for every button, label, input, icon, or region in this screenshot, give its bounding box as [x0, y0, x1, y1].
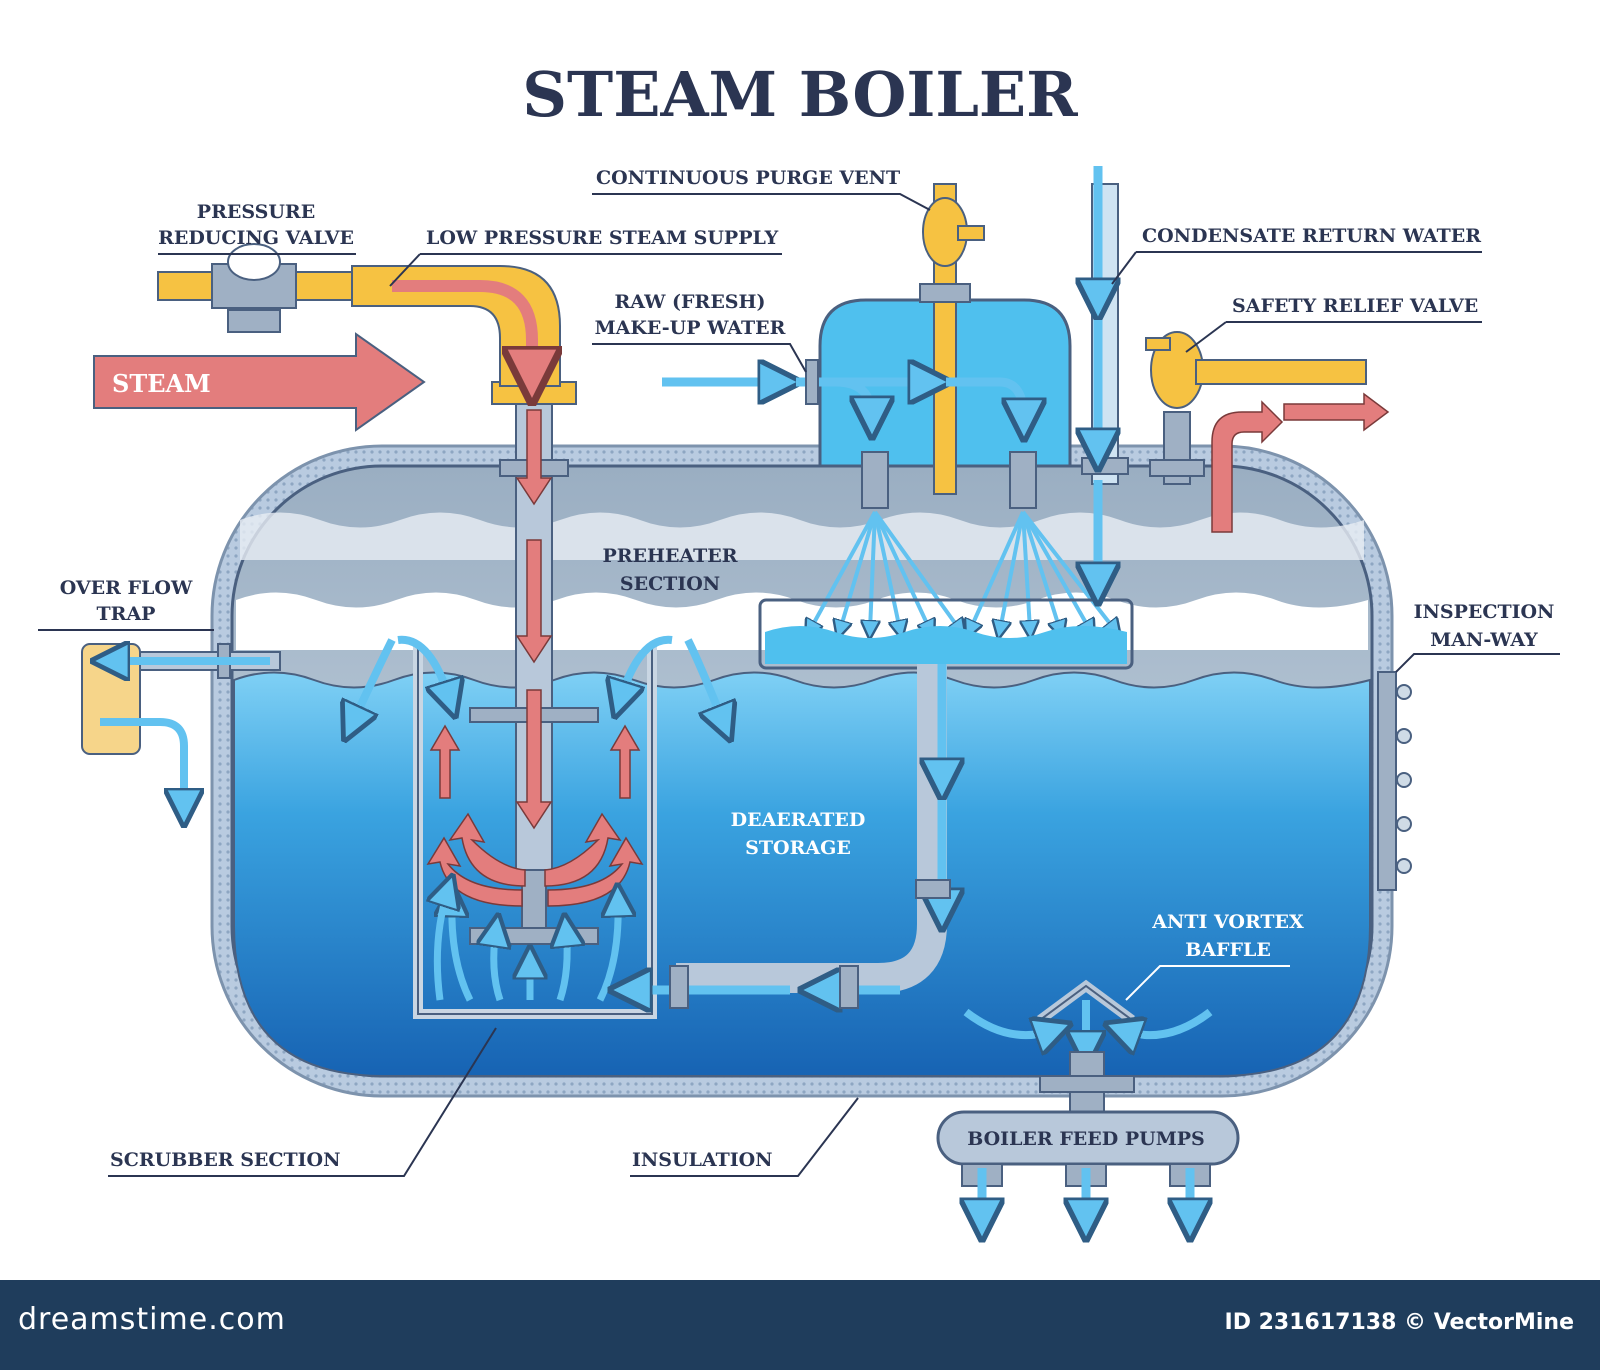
- footer-credit: ID 231617138 © VectorMine: [1224, 1310, 1574, 1335]
- pressure-reducing-valve: [211, 243, 297, 333]
- label-deaerated-storage-line2: STORAGE: [745, 837, 851, 859]
- label-steam: STEAM: [112, 369, 211, 398]
- steam-flow-arrows: [426, 409, 644, 907]
- label-safety-relief-valve: SAFETY RELIEF VALVE: [1232, 295, 1478, 317]
- relief-steam-arrows: [1211, 392, 1390, 533]
- condensate-return-pipe: [1082, 166, 1129, 584]
- label-inspection-manway-line2: MAN-WAY: [1430, 629, 1538, 651]
- boiler-feed-pumps: [936, 1051, 1240, 1220]
- label-condensate-return-water: CONDENSATE RETURN WATER: [1142, 225, 1481, 247]
- safety-relief-valve: [1145, 331, 1367, 485]
- label-continuous-purge-vent: CONTINUOUS PURGE VENT: [596, 167, 900, 189]
- label-anti-vortex-baffle-line2: BAFFLE: [1185, 939, 1271, 961]
- label-preheater-section-line2: SECTION: [620, 573, 720, 595]
- label-low-pressure-steam-supply: LOW PRESSURE STEAM SUPPLY: [426, 227, 779, 249]
- steam-inlet-arrow: [93, 332, 426, 432]
- label-over-flow-trap-line1: OVER FLOW: [60, 577, 193, 599]
- label-over-flow-trap-line2: TRAP: [97, 603, 156, 625]
- label-boiler-feed-pumps: BOILER FEED PUMPS: [967, 1128, 1205, 1150]
- deaerated-return-pipe: [630, 664, 950, 1008]
- makeup-water-inlet-fitting: [805, 359, 819, 405]
- footer-brand[interactable]: dreamstime.com: [18, 1302, 286, 1337]
- footer-bar: dreamstime.com ID 231617138 © VectorMine: [0, 1280, 1600, 1370]
- scrubber-water-upflow: [437, 890, 618, 1002]
- label-deaerated-storage-line1: DEAERATED: [731, 809, 866, 831]
- label-scrubber-section: SCRUBBER SECTION: [110, 1149, 340, 1171]
- label-preheater-section-line1: PREHEATER: [602, 545, 737, 567]
- label-inspection-manway-line1: INSPECTION: [1414, 601, 1555, 623]
- label-pressure-reducing-valve-line2: REDUCING VALVE: [158, 227, 354, 249]
- label-anti-vortex-baffle-line1: ANTI VORTEX: [1151, 911, 1304, 933]
- label-raw-makeup-water-line1: RAW (FRESH): [615, 291, 766, 313]
- label-pressure-reducing-valve-line1: PRESSURE: [197, 201, 315, 223]
- spray-nozzles: [861, 451, 1037, 509]
- continuous-purge-vent-pipe: [919, 183, 985, 495]
- scrubber-overflow-arrows: [352, 635, 724, 724]
- label-raw-makeup-water-line2: MAKE-UP WATER: [595, 317, 786, 339]
- diagram-title: STEAM BOILER: [522, 58, 1078, 131]
- label-insulation: INSULATION: [632, 1149, 773, 1171]
- overflow-trap: [81, 644, 281, 808]
- inspection-manway: [1377, 671, 1412, 891]
- scrubber-section: [413, 646, 657, 1019]
- anti-vortex-baffle: [963, 979, 1213, 1050]
- spray-fans: [810, 510, 1115, 630]
